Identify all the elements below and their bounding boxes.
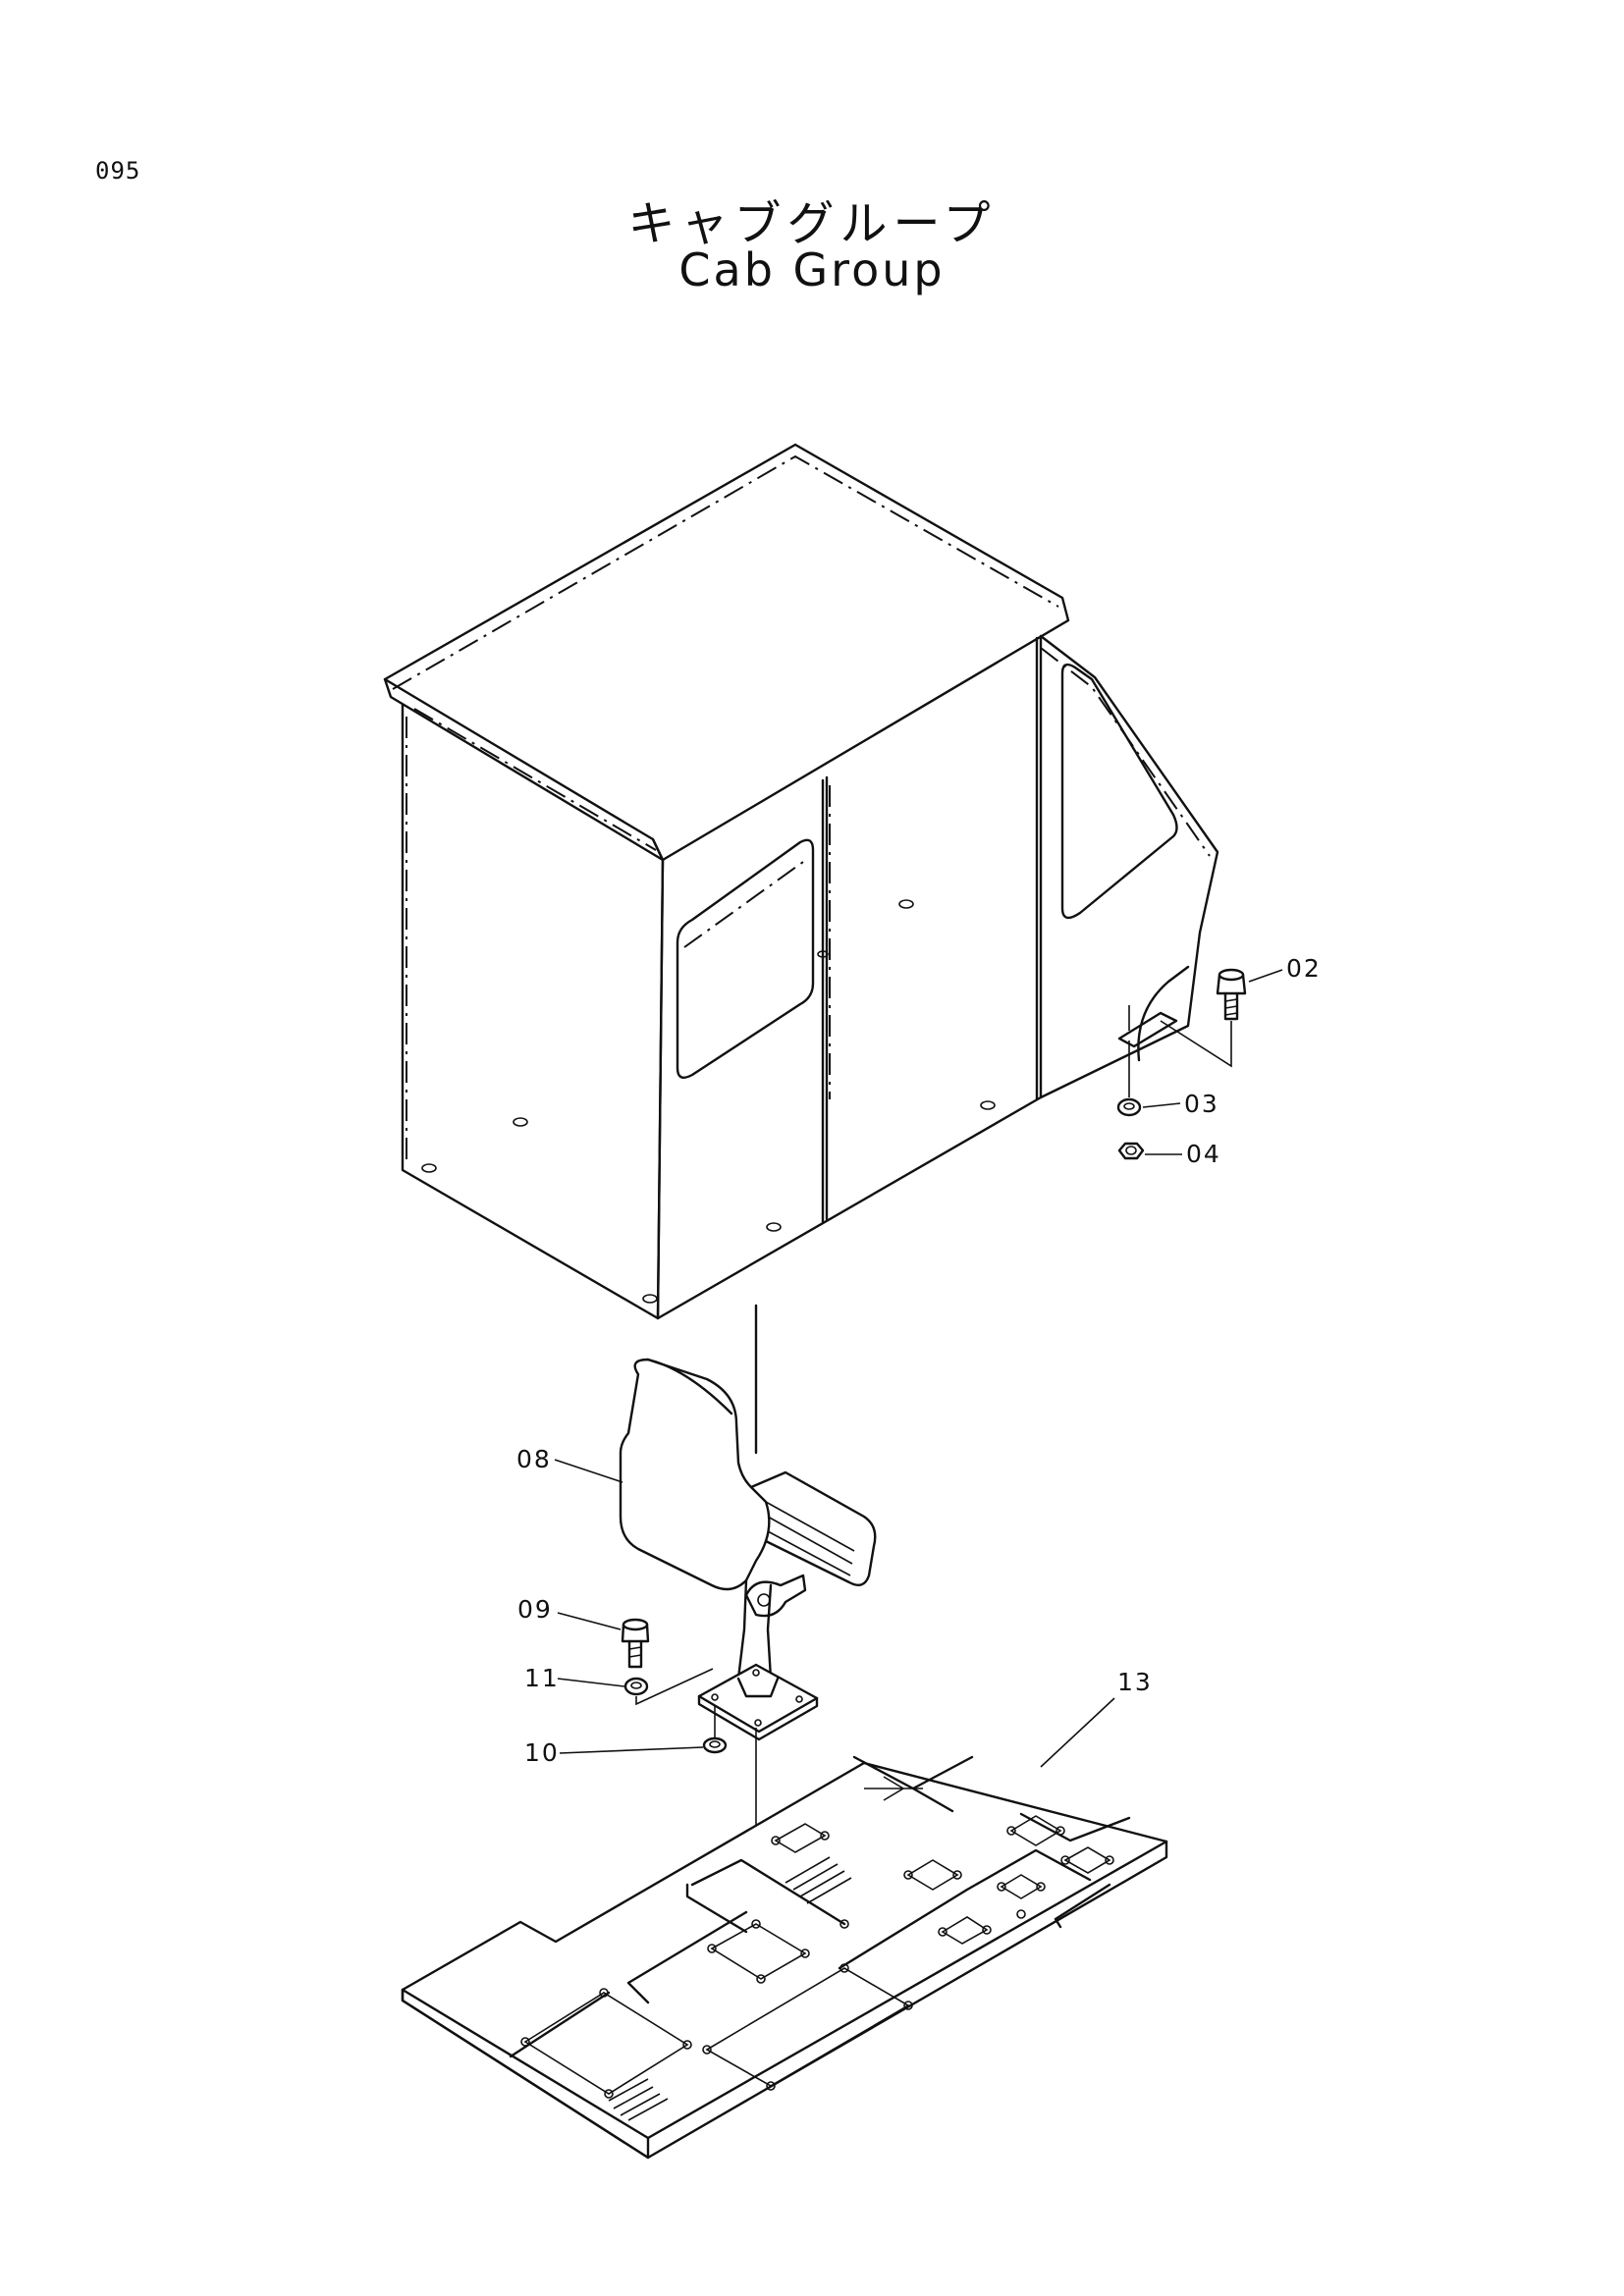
callout-04: 04: [1186, 1140, 1221, 1168]
nut-04: [1117, 1142, 1145, 1160]
mat-cutout: [523, 1992, 689, 2095]
cab-mount-hardware: [1116, 968, 1283, 1160]
operator-seat: [554, 1358, 877, 1934]
callout-03: 03: [1184, 1090, 1219, 1118]
title-english: Cab Group: [678, 243, 946, 296]
mat-holes: [520, 1826, 1114, 2099]
seat-backrest: [619, 1358, 771, 1591]
cab-assembly: [383, 443, 1219, 1455]
seat-cushion: [749, 1470, 877, 1586]
cab-left-face: [401, 703, 665, 1320]
floor-mat: [401, 1697, 1168, 2160]
washer-10: [702, 1736, 728, 1754]
callout-13: 13: [1117, 1668, 1153, 1696]
cab-front-window: [1060, 663, 1178, 920]
cab-side-window: [676, 838, 815, 1079]
cab-roof-edge: [383, 677, 665, 862]
callout-10: 10: [524, 1738, 560, 1767]
floor-mat-outline: [401, 1761, 1168, 2160]
page-number: 095: [95, 157, 141, 185]
cab-mount-bracket: [1117, 1011, 1178, 1048]
callout-11: 11: [524, 1664, 560, 1692]
washer-03: [1116, 1097, 1142, 1117]
seat-mount-hardware: [557, 1612, 728, 1754]
washer-11: [623, 1677, 649, 1696]
cab-roof: [383, 443, 1070, 862]
callout-02: 02: [1286, 954, 1322, 983]
cab-right-face: [656, 634, 1043, 1320]
cab-holes: [421, 899, 996, 1304]
callout-08: 08: [516, 1445, 552, 1473]
callout-09: 09: [517, 1595, 553, 1624]
title-japanese: キャブグループ: [627, 196, 997, 251]
